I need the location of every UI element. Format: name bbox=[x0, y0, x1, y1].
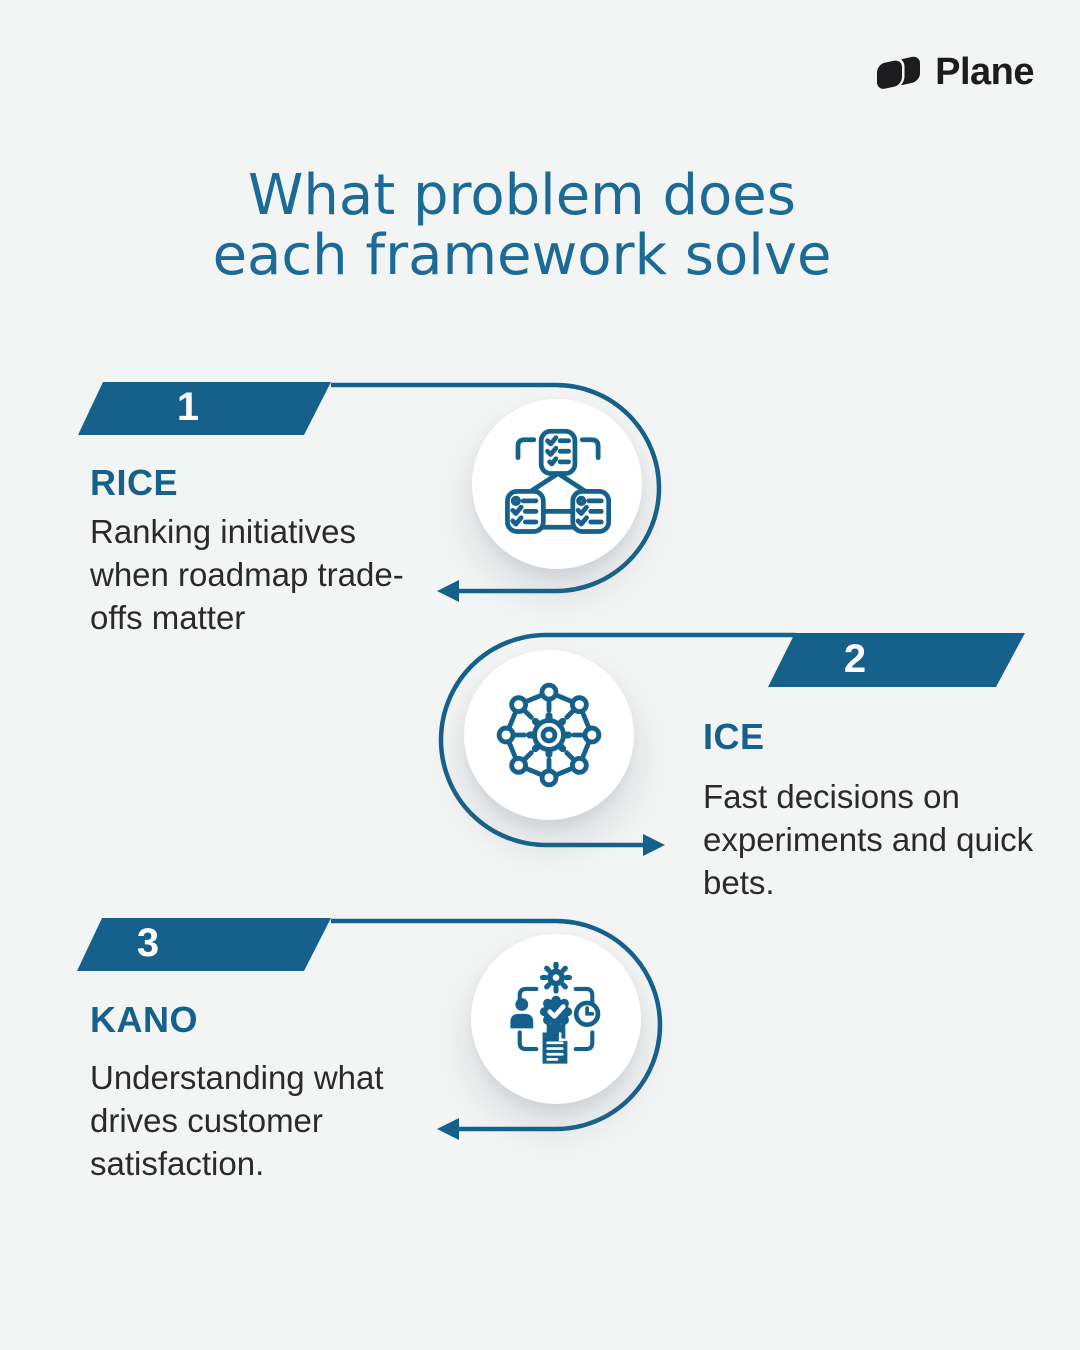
section-1-banner bbox=[78, 382, 331, 435]
arrow-right-icon bbox=[643, 834, 665, 856]
page-title: What problem does each framework solve bbox=[0, 166, 1080, 286]
section-2-banner bbox=[768, 633, 1025, 687]
section-1-description: Ranking initiatives when roadmap trade-o… bbox=[90, 513, 404, 636]
section-2-name: ICE bbox=[703, 716, 765, 757]
customer-satisfaction-icon bbox=[499, 962, 613, 1076]
gear-network-icon bbox=[490, 676, 608, 794]
plane-logo-icon bbox=[873, 50, 925, 94]
section-3-banner bbox=[77, 918, 331, 971]
section-2-description: Fast decisions on experiments and quick … bbox=[703, 778, 1034, 901]
section-2-number: 2 bbox=[843, 637, 867, 681]
logo-wordmark: Plane bbox=[935, 50, 1034, 93]
plane-logo: Plane bbox=[873, 50, 1034, 94]
arrow-left-icon bbox=[437, 1118, 459, 1140]
section-1-icon-circle bbox=[472, 399, 642, 569]
section-3-description: Understanding what drives customer satis… bbox=[90, 1059, 384, 1182]
section-1-number: 1 bbox=[176, 385, 200, 429]
arrow-left-icon bbox=[437, 580, 459, 602]
section-3-number: 3 bbox=[136, 921, 160, 965]
checklist-hierarchy-icon bbox=[499, 426, 615, 542]
title-line-1: What problem does bbox=[248, 163, 796, 228]
section-2-icon-circle bbox=[464, 650, 634, 820]
connector-1 bbox=[331, 382, 662, 594]
section-3-icon-circle bbox=[471, 934, 641, 1104]
connector-2 bbox=[438, 632, 796, 848]
section-3-name: KANO bbox=[90, 999, 198, 1040]
connector-3 bbox=[331, 918, 663, 1132]
title-line-2: each framework solve bbox=[212, 223, 832, 288]
section-1-name: RICE bbox=[90, 462, 179, 503]
